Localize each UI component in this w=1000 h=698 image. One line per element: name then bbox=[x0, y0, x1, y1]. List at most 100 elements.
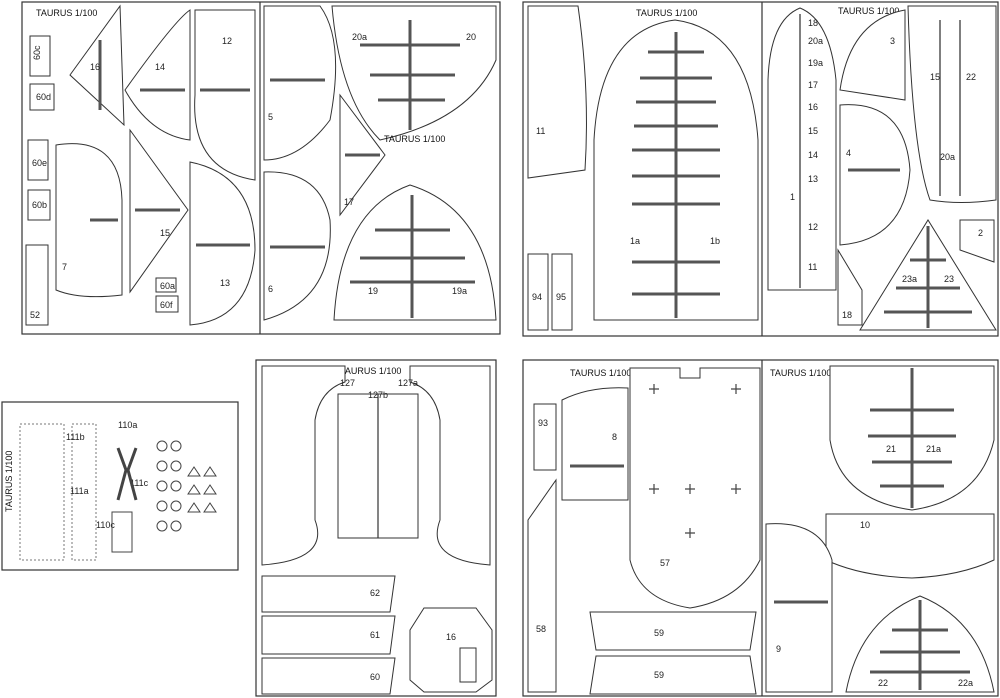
sheet-1-title-2: TAURUS 1/100 bbox=[384, 134, 445, 144]
label-3: 3 bbox=[890, 36, 895, 46]
label-23a: 23a bbox=[902, 274, 917, 284]
label-13b: 15 bbox=[808, 126, 818, 136]
hatch-cutout bbox=[459, 647, 477, 683]
strip-title: TAURUS 1/100 bbox=[4, 451, 14, 512]
rigging-block bbox=[71, 423, 97, 561]
label-58: 58 bbox=[536, 624, 546, 634]
part-60a bbox=[155, 277, 177, 293]
label-14: 14 bbox=[155, 62, 165, 72]
part-58 bbox=[527, 478, 557, 693]
part-11 bbox=[527, 5, 587, 179]
part-60f bbox=[155, 295, 179, 313]
label-20a: 20a bbox=[352, 32, 367, 42]
label-60: 60 bbox=[370, 672, 380, 682]
label-127b: 127b bbox=[368, 390, 388, 400]
cross-marks bbox=[649, 384, 741, 538]
label-16: 16 bbox=[90, 62, 100, 72]
sheet-2: TAURUS 1/100 TAURUS 1/100 11 1a 1b 94 95… bbox=[522, 1, 999, 337]
sheet-3-title: TAURUS 1/100 bbox=[340, 366, 401, 376]
label-19a-b: 20a bbox=[940, 152, 955, 162]
label-17b: 20a bbox=[808, 36, 823, 46]
label-110a: 110a bbox=[118, 420, 137, 430]
label-94: 94 bbox=[532, 292, 542, 302]
part-19 bbox=[333, 184, 497, 321]
hatch-piece bbox=[111, 511, 133, 553]
label-20: 20 bbox=[466, 32, 476, 42]
part-95 bbox=[551, 253, 573, 331]
part-14 bbox=[124, 9, 191, 141]
label-19: 19 bbox=[368, 286, 378, 296]
sheet-2-title-2: TAURUS 1/100 bbox=[838, 6, 899, 16]
part-9 bbox=[765, 523, 833, 693]
label-60b: 60b bbox=[32, 200, 47, 210]
label-10b: 12 bbox=[808, 222, 818, 232]
label-9b: 11 bbox=[808, 262, 817, 272]
part-127 bbox=[261, 365, 346, 566]
label-1b: 1b bbox=[710, 236, 720, 246]
label-11b: 13 bbox=[808, 174, 818, 184]
part-2 bbox=[959, 219, 995, 263]
label-62: 62 bbox=[370, 588, 380, 598]
label-111c: 111c bbox=[130, 478, 149, 488]
part-16 bbox=[69, 4, 125, 127]
strip-frame bbox=[1, 401, 239, 571]
part-16-hatch bbox=[409, 607, 493, 693]
part-18 bbox=[837, 248, 863, 326]
label-57: 57 bbox=[660, 558, 670, 568]
part-59b bbox=[589, 655, 757, 695]
label-14b: 16 bbox=[808, 102, 818, 112]
label-60c: 60c bbox=[32, 45, 42, 60]
part-60c bbox=[29, 35, 51, 77]
label-111a: 111a bbox=[70, 486, 89, 496]
sheet-1-frame bbox=[21, 1, 501, 335]
label-59a: 59 bbox=[654, 628, 664, 638]
part-59a bbox=[589, 611, 757, 651]
sheet-3: TAURUS 1/100 127 127a 127b 62 61 60 16 bbox=[255, 359, 497, 697]
part-94 bbox=[527, 253, 549, 331]
part-20 bbox=[331, 5, 497, 141]
part-61 bbox=[261, 615, 396, 655]
label-19a: 19a bbox=[452, 286, 467, 296]
label-15b: 17 bbox=[808, 80, 818, 90]
part-62 bbox=[261, 575, 396, 613]
label-16c: 16 bbox=[446, 632, 456, 642]
label-12b: 14 bbox=[808, 150, 818, 160]
part-52 bbox=[25, 244, 49, 326]
label-60d: 60d bbox=[36, 92, 51, 102]
part-ladder bbox=[767, 7, 837, 291]
label-22a-b: 22 bbox=[966, 72, 976, 82]
label-22: 22 bbox=[878, 678, 888, 688]
sheet-3-frame bbox=[255, 359, 497, 697]
label-11: 11 bbox=[536, 126, 545, 136]
rigging-pieces bbox=[19, 423, 97, 561]
yard-piece bbox=[116, 447, 138, 501]
label-127a: 127a bbox=[398, 378, 418, 388]
label-6: 6 bbox=[268, 284, 273, 294]
part-12 bbox=[194, 9, 256, 181]
sheet-4-title-2: TAURUS 1/100 bbox=[770, 368, 831, 378]
sheet-4-title: TAURUS 1/100 bbox=[570, 368, 631, 378]
part-8 bbox=[561, 387, 629, 501]
part-4 bbox=[839, 104, 911, 246]
part-60e bbox=[27, 139, 49, 181]
label-93: 93 bbox=[538, 418, 548, 428]
label-59b: 59 bbox=[654, 670, 664, 680]
label-5: 5 bbox=[268, 112, 273, 122]
label-18b: 18 bbox=[842, 310, 852, 320]
label-23: 23 bbox=[944, 274, 954, 284]
sheet-1-title: TAURUS 1/100 bbox=[36, 8, 97, 18]
label-52: 52 bbox=[30, 310, 40, 320]
label-16b: 19a bbox=[808, 58, 823, 68]
label-18: 18 bbox=[808, 18, 818, 28]
label-13: 13 bbox=[220, 278, 230, 288]
part-60d bbox=[29, 83, 55, 111]
label-21a: 21a bbox=[926, 444, 941, 454]
label-20a-b: 15 bbox=[930, 72, 940, 82]
label-61: 61 bbox=[370, 630, 380, 640]
label-8: 8 bbox=[612, 432, 617, 442]
label-4: 4 bbox=[846, 148, 851, 158]
label-7: 7 bbox=[62, 262, 67, 272]
label-110c: 110c bbox=[96, 520, 115, 530]
part-10 bbox=[825, 513, 995, 579]
